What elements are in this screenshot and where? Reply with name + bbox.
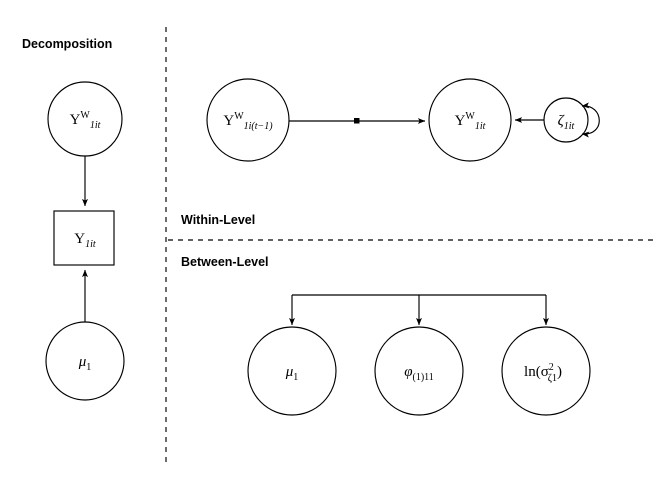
random-slope-indicator xyxy=(354,118,360,124)
within-residual-base: ζ xyxy=(558,113,565,129)
node-decomposition-observed-label: Y1it xyxy=(74,231,96,250)
node-between-mean-label: μ1 xyxy=(285,364,299,383)
decomp-latent-sup: W xyxy=(80,110,90,121)
node-within-lagged xyxy=(206,78,290,162)
node-within-residual-label: ζ1it xyxy=(558,113,575,132)
node-decomposition-latent-label: YW1it xyxy=(70,110,101,131)
within-level-heading: Within-Level xyxy=(181,213,255,227)
decomposition-heading: Decomposition xyxy=(22,37,112,51)
within-lag-base: Y xyxy=(223,113,234,129)
decomp-latent-sub: 1it xyxy=(90,120,101,131)
decomp-observed-sub: 1it xyxy=(85,239,96,250)
within-lag-sup: W xyxy=(234,111,244,122)
between-logvar-base: ln(σ xyxy=(524,364,549,380)
decomp-mean-base: μ xyxy=(78,354,87,370)
node-between-logvar xyxy=(501,326,591,416)
within-current-sup: W xyxy=(465,111,475,122)
between-level-heading: Between-Level xyxy=(181,255,269,269)
within-residual-sub: 1it xyxy=(564,121,575,132)
within-lag-sub: 1i(t−1) xyxy=(244,121,274,132)
node-between-phi xyxy=(374,326,464,416)
node-decomposition-mean-label: μ1 xyxy=(78,354,92,373)
within-current-base: Y xyxy=(455,113,466,129)
node-within-current-label: YW1it xyxy=(455,111,486,132)
decomp-latent-base: Y xyxy=(70,112,81,128)
between-mean-sub: 1 xyxy=(293,372,298,383)
between-mean-base: μ xyxy=(285,364,294,380)
between-phi-base: φ xyxy=(404,364,412,380)
node-within-lagged-label: YW1i(t−1) xyxy=(223,111,273,132)
node-decomposition-mean xyxy=(45,321,125,401)
edge-residual-variance-loop xyxy=(581,102,600,138)
between-phi-sub: (1)11 xyxy=(413,372,434,383)
decomp-mean-sub: 1 xyxy=(86,362,91,373)
within-current-sub: 1it xyxy=(475,121,486,132)
node-within-current xyxy=(428,78,512,162)
between-logvar-close: ) xyxy=(557,364,562,380)
node-between-mean xyxy=(247,326,337,416)
node-between-phi-label: φ(1)11 xyxy=(404,364,434,383)
between-logvar-sub: ζ1 xyxy=(548,373,557,384)
node-decomposition-observed xyxy=(53,210,115,266)
decomp-observed-base: Y xyxy=(74,231,85,247)
between-logvar-sup: 2 xyxy=(549,362,554,373)
node-within-residual xyxy=(543,97,589,143)
